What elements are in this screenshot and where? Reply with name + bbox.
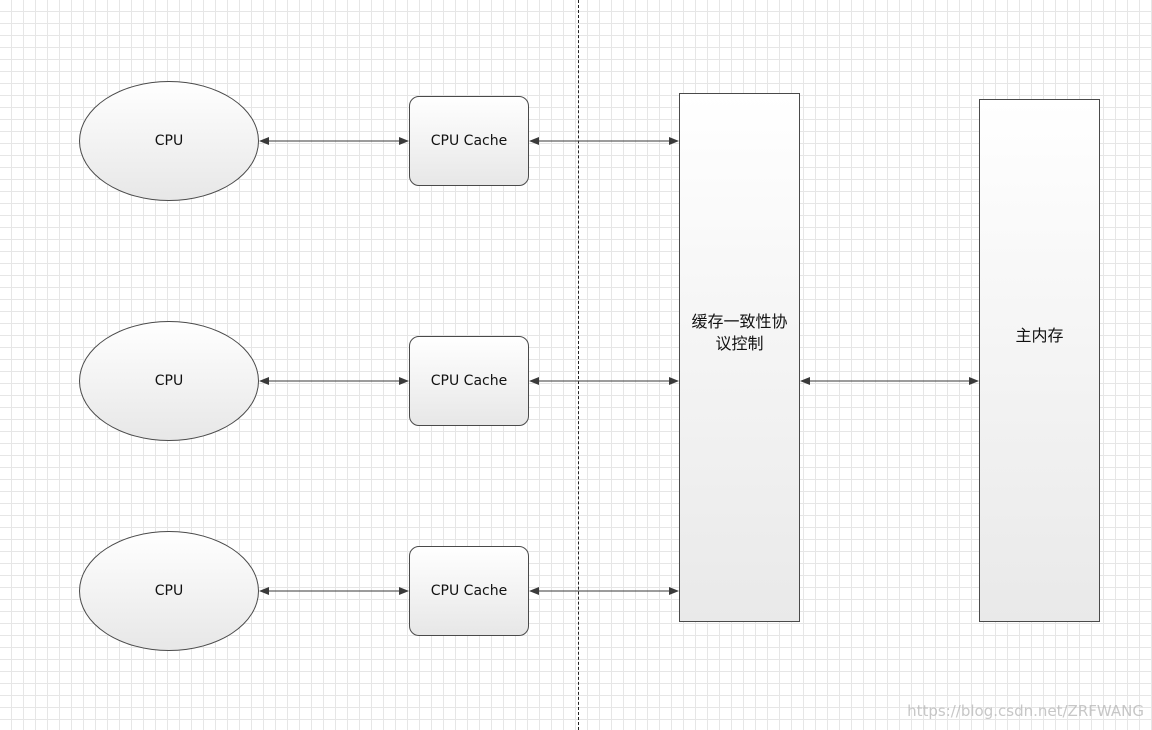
cache-coherence-controller[interactable]: 缓存一致性协议控制 bbox=[679, 93, 800, 622]
cpu-node-1-label: CPU bbox=[154, 133, 184, 149]
watermark-text: https://blog.csdn.net/ZRFWANG bbox=[907, 702, 1144, 720]
cpu-node-1[interactable]: CPU bbox=[79, 81, 259, 201]
main-memory[interactable]: 主内存 bbox=[979, 99, 1100, 622]
cpu-cache-node-1[interactable]: CPU Cache bbox=[409, 96, 529, 186]
dashed-divider-line bbox=[578, 0, 579, 730]
cpu-node-2[interactable]: CPU bbox=[79, 321, 259, 441]
cpu-cache-node-1-label: CPU Cache bbox=[430, 133, 508, 149]
cpu-cache-node-2[interactable]: CPU Cache bbox=[409, 336, 529, 426]
cpu-cache-node-2-label: CPU Cache bbox=[430, 373, 508, 389]
cpu-node-2-label: CPU bbox=[154, 373, 184, 389]
main-memory-label: 主内存 bbox=[1015, 325, 1064, 345]
cpu-cache-node-3-label: CPU Cache bbox=[430, 583, 508, 599]
cpu-cache-node-3[interactable]: CPU Cache bbox=[409, 546, 529, 636]
cpu-node-3-label: CPU bbox=[154, 583, 184, 599]
cpu-node-3[interactable]: CPU bbox=[79, 531, 259, 651]
cache-coherence-controller-label: 缓存一致性协议控制 bbox=[691, 311, 788, 353]
